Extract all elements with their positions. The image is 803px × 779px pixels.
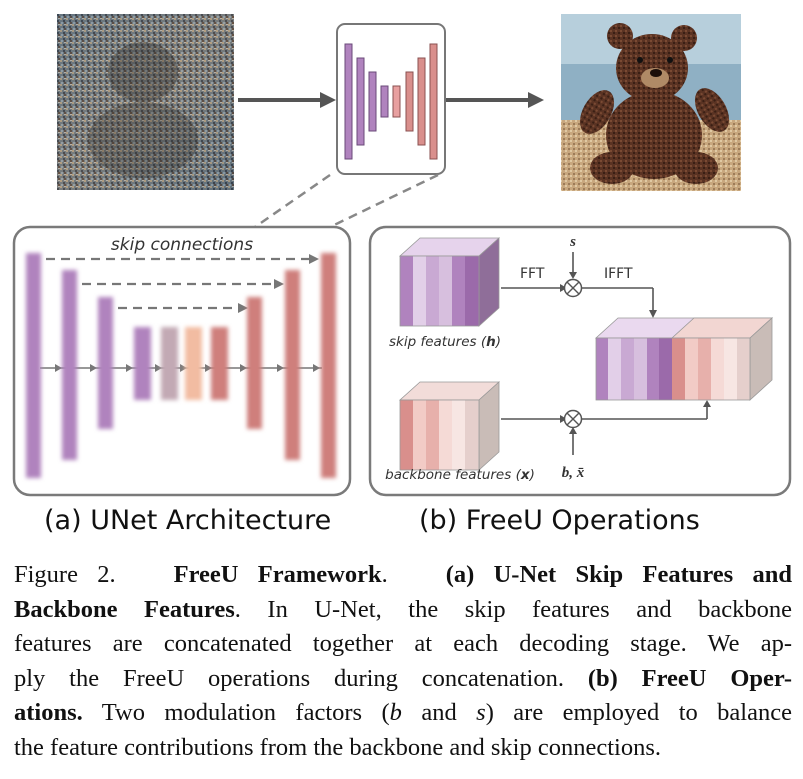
- backbone-features-cube: [398, 381, 501, 471]
- flow-arrow-left: [238, 92, 336, 108]
- zoom-connector-lines: [254, 173, 439, 229]
- caption-line: Backbone Features. In U-Net, the skip fe…: [14, 595, 792, 623]
- decoder-block-2: [247, 297, 262, 429]
- encoder-block-1: [26, 253, 41, 478]
- part-b-heading: (b) FreeU Oper-: [587, 664, 792, 692]
- figure-caption: Figure 2. FreeU Framework. (a) U-Net Ski…: [14, 558, 792, 765]
- bottleneck-block-1: [161, 327, 178, 400]
- skip-connections: [46, 254, 319, 313]
- figure-title: FreeU Framework: [173, 561, 382, 588]
- figure-area: skip connections: [12, 14, 792, 536]
- caption-line: Figure 2. FreeU Framework. (a) U-Net Ski…: [14, 561, 793, 588]
- skip-connections-label: skip connections: [111, 235, 253, 255]
- decoder-block-4: [321, 253, 336, 478]
- decoder-block-1: [211, 327, 228, 400]
- unet-icon: [336, 23, 446, 175]
- decoder-block-3: [285, 270, 300, 460]
- multiply-icon: [563, 409, 583, 429]
- multiply-icon: [563, 278, 583, 298]
- part-a-heading-2: Backbone Features: [14, 595, 235, 623]
- fft-path: FFT s IFFT: [501, 234, 657, 318]
- figure-diagram: skip connections: [12, 14, 792, 497]
- concatenated-features-cube: [594, 317, 774, 401]
- backbone-path: b, x̄: [501, 400, 711, 481]
- backbone-features-label: backbone features (x): [385, 467, 535, 483]
- skip-features-label: skip features (h): [389, 334, 501, 350]
- skip-features-cube: [398, 237, 501, 327]
- caption-line: ply the FreeU operations during concaten…: [14, 664, 792, 692]
- unet-architecture-panel: skip connections: [12, 225, 352, 497]
- part-a-heading: (a) U-Net Skip Features and: [445, 561, 793, 588]
- unet-feature-blocks: [26, 253, 336, 478]
- figure-number: Figure 2.: [14, 561, 116, 588]
- caption-line: features are concatenated together at ea…: [14, 630, 792, 657]
- bottleneck-block-2: [185, 327, 202, 400]
- caption-line: the feature contributions from the backb…: [14, 733, 662, 761]
- flow-arrow-right: [446, 92, 544, 108]
- freeu-panel-caption: (b) FreeU Operations: [419, 505, 700, 536]
- fft-label: FFT: [520, 266, 545, 282]
- unet-panel-caption: (a) UNet Architecture: [44, 505, 332, 536]
- unet-flow-line: [40, 364, 322, 372]
- part-b-heading-2: ations.: [14, 699, 83, 726]
- encoder-block-3: [98, 297, 113, 429]
- s-factor-label: s: [569, 234, 576, 250]
- noisy-input-image: [57, 14, 234, 190]
- b-xbar-factor-label: b, x̄: [562, 465, 585, 481]
- ifft-label: IFFT: [604, 266, 633, 282]
- encoder-block-4: [134, 327, 151, 400]
- freeu-operations-panel: skip features (h) backbone features (x) …: [368, 225, 792, 497]
- caption-line: ations. Two modulation factors (b and s)…: [14, 699, 792, 726]
- teddy-bear-output-image: [561, 14, 741, 191]
- encoder-block-2: [62, 270, 77, 460]
